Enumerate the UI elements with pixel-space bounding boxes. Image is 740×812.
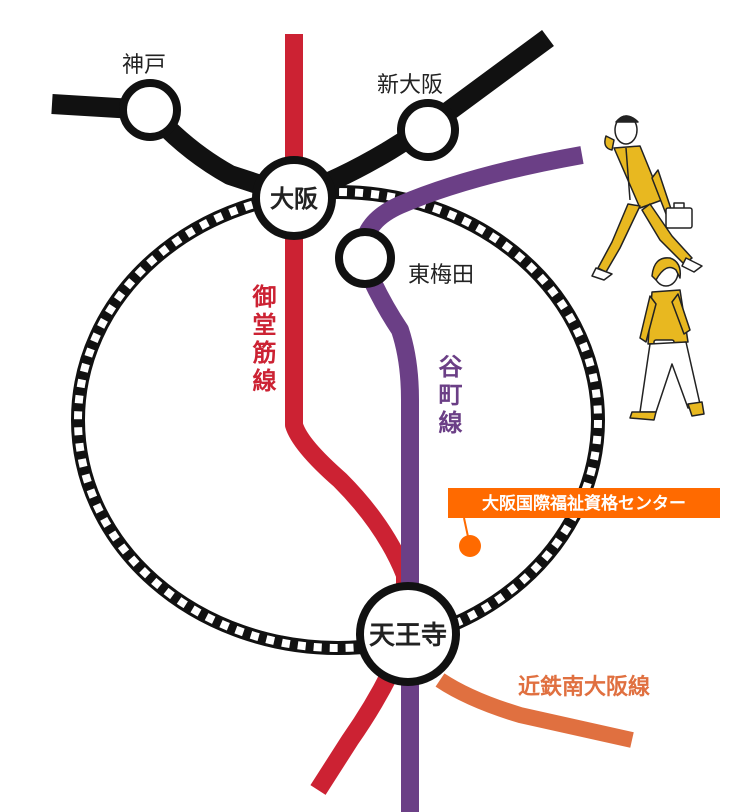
osaka-loop-line (71, 185, 605, 655)
destination-label: 大阪国際福祉資格センター (482, 493, 686, 514)
label-tanimachi: 谷町線 (434, 354, 462, 438)
label-kintetsu: 近鉄南大阪線 (518, 674, 650, 700)
label-tennoji: 天王寺 (369, 621, 447, 651)
label-higashi-umeda: 東梅田 (408, 263, 474, 288)
label-midosuji: 御堂筋線 (248, 284, 277, 396)
kintetsu-line (435, 673, 634, 748)
woman-walking-illustration (629, 257, 705, 421)
midosuji-line (285, 34, 414, 795)
station-kobe (119, 79, 181, 141)
label-shin-osaka: 新大阪 (377, 73, 443, 98)
station-osaka (252, 156, 336, 240)
destination-label-box (448, 488, 720, 518)
station-tennoji (356, 582, 460, 686)
label-kobe: 神戸 (122, 53, 166, 78)
businessman-walking-illustration (591, 115, 703, 281)
station-shin-osaka (397, 99, 459, 161)
label-osaka: 大阪 (270, 185, 318, 213)
station-higashi-umeda (335, 228, 395, 288)
destination-marker: 大阪国際福祉資格センター (448, 488, 720, 557)
